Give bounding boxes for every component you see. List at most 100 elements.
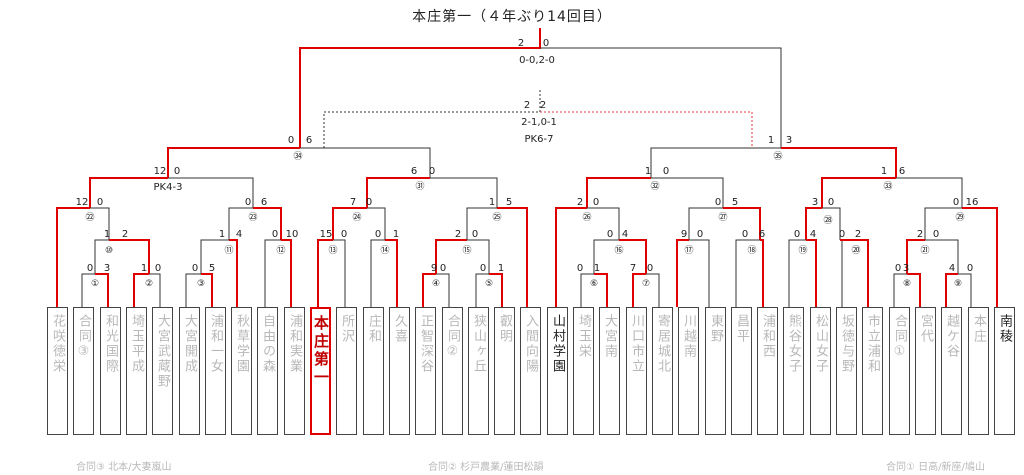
team-29: 熊谷女子: [783, 307, 804, 435]
score-20-left: 0: [839, 229, 845, 240]
match-number-13: ⑬: [328, 245, 337, 256]
score-35-right: 3: [786, 135, 792, 146]
bracket-line: [723, 207, 761, 240]
match-number-28: ㉘: [823, 215, 832, 226]
bracket-line: [587, 207, 620, 240]
team-name: 南稜: [997, 314, 1012, 344]
score-14-right: 1: [393, 229, 399, 240]
bracket-line: [580, 273, 594, 307]
bracket-line: [805, 207, 822, 240]
score-2-left: 1: [141, 263, 147, 274]
bracket-line: [430, 177, 498, 208]
match-number-20: ⑳: [851, 245, 860, 256]
final-score-left: 2: [518, 38, 524, 49]
bracket-line: [435, 239, 467, 274]
score-2-right: 0: [155, 263, 161, 274]
team-name: 合同①: [892, 314, 907, 361]
team-name: 和光国際: [103, 314, 118, 374]
team-22: 大宮南: [599, 307, 620, 435]
bracket-line: [332, 207, 367, 240]
bracket-line: [109, 239, 150, 274]
bracket-line: [185, 273, 201, 307]
match-number-22: ㉒: [85, 212, 94, 223]
team-33: 合同①: [889, 307, 910, 435]
match-number-16: ⑯: [614, 245, 623, 256]
team-9: 自由の森: [257, 307, 278, 435]
match-number-18: ⑱: [747, 245, 756, 256]
bracket-line: [735, 239, 760, 307]
bracket-line: [200, 239, 229, 274]
team-7: 浦和一女: [205, 307, 226, 435]
score-13-right: 0: [341, 229, 347, 240]
team-name: 東野: [708, 314, 723, 344]
final-score-detail: 0-0,2-0: [519, 55, 555, 66]
bracket-line: [264, 239, 281, 307]
bracket-line: [323, 88, 541, 148]
team-23: 川口市立: [626, 307, 647, 435]
team-name: 熊谷女子: [786, 314, 801, 374]
match-number-10: ⑩: [105, 246, 113, 256]
score-14-left: 0: [375, 229, 381, 240]
team-name: 自由の森: [260, 314, 275, 374]
bracket-line: [95, 273, 109, 307]
team-20: 山村学園: [547, 307, 568, 435]
bracket-line: [822, 207, 841, 240]
team-name: 花咲徳栄: [50, 314, 65, 374]
team-3: 和光国際: [100, 307, 121, 435]
team-name: 大宮武蔵野: [155, 314, 170, 389]
bracket-line: [906, 239, 925, 274]
score-3-left: 0: [192, 263, 198, 274]
bracket-line: [94, 239, 109, 274]
match-number-1: ①: [91, 279, 99, 289]
bracket-line: [945, 273, 958, 307]
bracket-line: [896, 177, 963, 208]
bracket-line: [228, 207, 253, 240]
score-4-left: 9: [431, 263, 437, 274]
team-name: 川口市立: [629, 314, 644, 374]
score-10-left: 1: [104, 229, 110, 240]
joint-team-note-3: 合同③ 北本/大妻嵐山: [76, 462, 172, 473]
score-18-left: 0: [742, 229, 748, 240]
match-number-21: ㉑: [920, 245, 929, 256]
score-31-right: 0: [429, 166, 435, 177]
match-number-6: ⑥: [590, 279, 598, 289]
score-15-right: 0: [472, 229, 478, 240]
bracket-line: [924, 207, 962, 240]
bracket-line: [555, 207, 587, 307]
score-27-left: 0: [715, 197, 721, 208]
final-score-right: 0: [543, 38, 549, 49]
score-1-left: 0: [87, 263, 93, 274]
score-28-left: 3: [812, 197, 818, 208]
bracket-line: [646, 273, 660, 307]
bracket-line: [962, 207, 998, 307]
replay-pk-result: PK6-7: [525, 134, 554, 145]
score-6-right: 1: [594, 263, 600, 274]
match-number-27: ㉗: [718, 212, 727, 223]
match-number-25: ㉕: [492, 212, 501, 223]
team-17: 狭山ヶ丘: [468, 307, 489, 435]
bracket-line: [893, 273, 907, 307]
team-2: 合同③: [73, 307, 94, 435]
bracket-line: [689, 239, 710, 307]
bracket-line: [676, 239, 689, 307]
match-number-8: ⑧: [903, 279, 911, 289]
match-number-5: ⑤: [485, 279, 493, 289]
match-number-35: ㉟: [773, 151, 782, 162]
team-30: 松山女子: [810, 307, 831, 435]
team-name: 越ケ谷: [944, 314, 959, 359]
team-12: 所沢: [336, 307, 357, 435]
bracket-line: [540, 47, 782, 148]
replay-score-right: 2: [540, 100, 546, 111]
score-22-right: 0: [97, 197, 103, 208]
joint-team-note-1: 合同① 日高/新座/鳩山: [886, 462, 985, 473]
team-31: 坂徳与野: [836, 307, 857, 435]
bracket-line: [300, 147, 431, 178]
team-name: 狭山ヶ丘: [471, 314, 486, 374]
score-17-right: 0: [697, 229, 703, 240]
team-name: 正智深谷: [418, 314, 433, 374]
match-number-33: ㉝: [883, 181, 892, 192]
score-23-left: 0: [245, 197, 251, 208]
score-11-right: 4: [236, 229, 242, 240]
bracket-line: [497, 207, 528, 307]
score-26-right: 0: [593, 197, 599, 208]
